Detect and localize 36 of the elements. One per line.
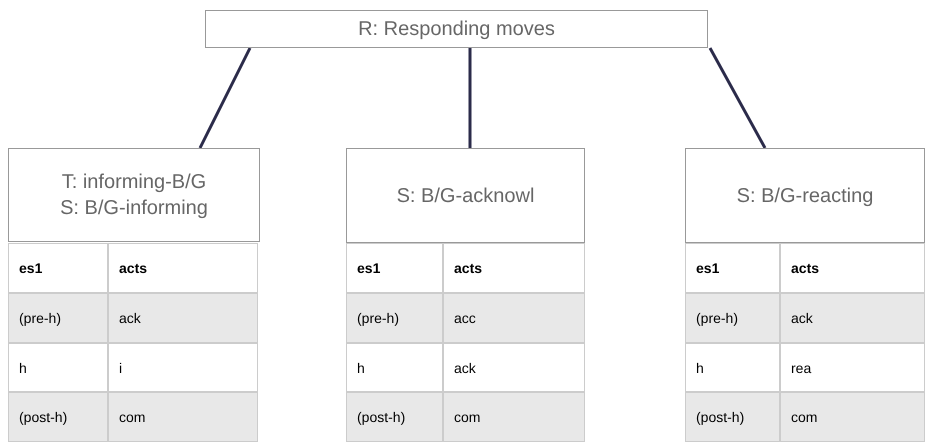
table-cell: ack [780, 293, 925, 343]
node-text: S: B/G-informing [60, 196, 208, 221]
node-box [8, 148, 260, 242]
table-cell: ack [443, 343, 585, 392]
column-header: es1 [685, 243, 780, 293]
table-cell: (pre-h) [685, 293, 780, 343]
node-text: S: B/G-reacting [736, 184, 874, 208]
table-cell: (post-h) [8, 392, 108, 442]
table-cell: com [780, 392, 925, 442]
connector-line [468, 48, 472, 148]
connector-line [198, 47, 252, 149]
table-cell: (post-h) [346, 392, 443, 442]
table-cell: i [108, 343, 258, 392]
node-text: S: B/G-acknowl [396, 184, 534, 208]
table-cell: h [685, 343, 780, 392]
node-box [346, 148, 585, 243]
table-cell: (post-h) [685, 392, 780, 442]
connector-line [708, 47, 766, 149]
column-header: es1 [8, 243, 108, 293]
column-header: acts [443, 243, 585, 293]
column-header: es1 [346, 243, 443, 293]
table-cell: (pre-h) [346, 293, 443, 343]
column-header: acts [108, 243, 258, 293]
node-text: R: Responding moves [358, 17, 555, 42]
table-cell: ack [108, 293, 258, 343]
table-cell: acc [443, 293, 585, 343]
table-cell: (pre-h) [8, 293, 108, 343]
node-text: T: informing-B/G [62, 170, 206, 195]
table-cell: com [108, 392, 258, 442]
node-box [685, 148, 925, 243]
table-cell: h [8, 343, 108, 392]
table-cell: com [443, 392, 585, 442]
table-cell: rea [780, 343, 925, 392]
column-header: acts [780, 243, 925, 293]
table-cell: h [346, 343, 443, 392]
node-box [205, 10, 708, 48]
